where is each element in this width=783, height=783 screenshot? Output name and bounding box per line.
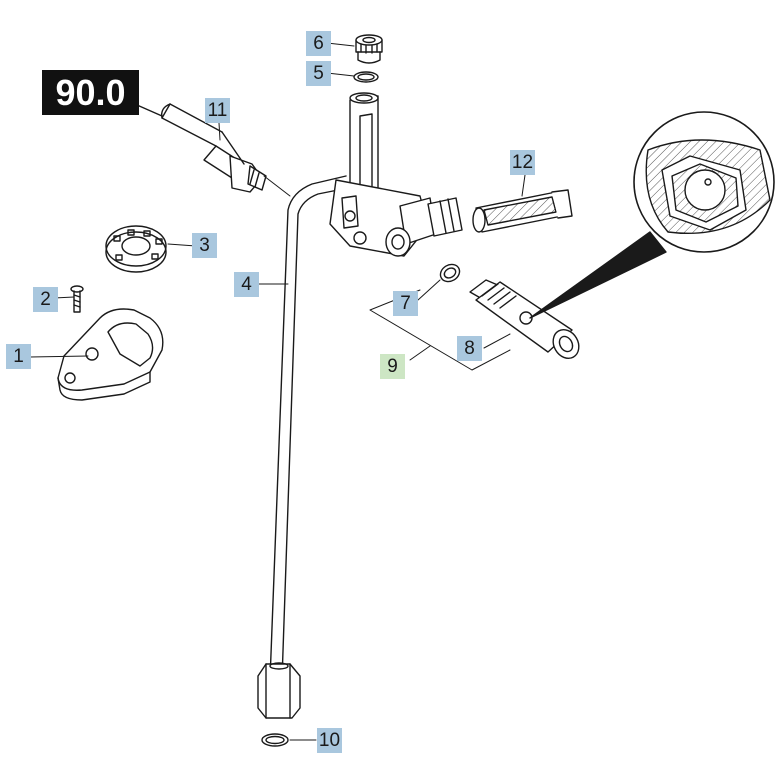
callout-8[interactable]: 8 <box>457 336 482 361</box>
fitting-part <box>136 103 267 193</box>
group-number-tag: 90.0 <box>42 70 139 115</box>
callout-1[interactable]: 1 <box>6 344 31 369</box>
o-ring-bottom-part <box>261 733 289 747</box>
callout-11[interactable]: 11 <box>205 98 230 123</box>
callout-7[interactable]: 7 <box>393 291 418 316</box>
tube-nut-part <box>257 662 301 719</box>
valve-body-part <box>329 92 463 257</box>
callout-3[interactable]: 3 <box>192 233 217 258</box>
filter-part <box>472 189 573 233</box>
bracket-part <box>57 308 164 401</box>
o-ring-part <box>439 263 461 283</box>
callout-6[interactable]: 6 <box>306 31 331 56</box>
callout-10[interactable]: 10 <box>317 728 342 753</box>
valve-cartridge-part <box>469 279 580 360</box>
callout-5[interactable]: 5 <box>306 61 331 86</box>
screw-part <box>70 285 84 313</box>
callout-4[interactable]: 4 <box>234 272 259 297</box>
plug-part <box>355 34 383 64</box>
o-ring-top-part <box>353 71 379 83</box>
lock-washer-part <box>105 225 167 273</box>
leader-lines <box>29 42 526 741</box>
callout-9[interactable]: 9 <box>380 354 405 379</box>
callout-2[interactable]: 2 <box>33 287 58 312</box>
callout-12[interactable]: 12 <box>510 150 535 175</box>
tube-part <box>269 175 349 681</box>
detail-magnifier <box>529 111 775 319</box>
